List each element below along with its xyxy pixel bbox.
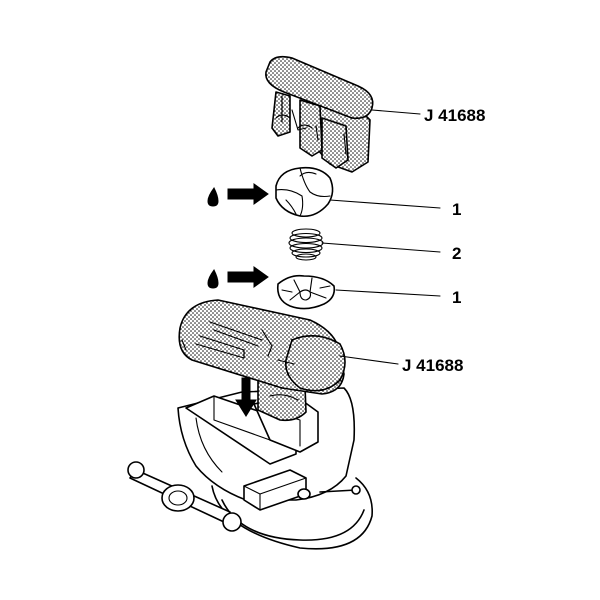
leader-part-1-upper: [329, 199, 441, 209]
arrow-right-icon: [227, 183, 269, 205]
bench-vise: [127, 387, 373, 550]
lubricate-upper-indicator: [207, 183, 269, 207]
arrow-right-icon: [227, 266, 269, 288]
callout-tool-top: J 41688: [424, 106, 485, 125]
part-1-upper-valve: [275, 166, 334, 218]
lower-tool-j41688: [178, 299, 346, 422]
lubricate-lower-indicator: [207, 266, 269, 289]
oil-drop-icon: [207, 269, 219, 289]
leader-part-1-lower: [335, 289, 441, 297]
leader-lines: [321, 109, 441, 365]
leader-part-2: [321, 242, 441, 253]
oil-drop-icon: [207, 187, 219, 207]
leader-tool-bottom: [339, 355, 399, 365]
part-1-lower-valve: [276, 274, 336, 310]
callout-tool-bottom: J 41688: [402, 356, 463, 375]
upper-tool-j41688: [265, 55, 374, 173]
leader-tool-top: [371, 109, 421, 115]
callout-part-1-lower: 1: [452, 288, 461, 307]
part-2-spring: [288, 228, 324, 261]
callout-part-1-upper: 1: [452, 200, 461, 219]
callout-part-2: 2: [452, 244, 461, 263]
